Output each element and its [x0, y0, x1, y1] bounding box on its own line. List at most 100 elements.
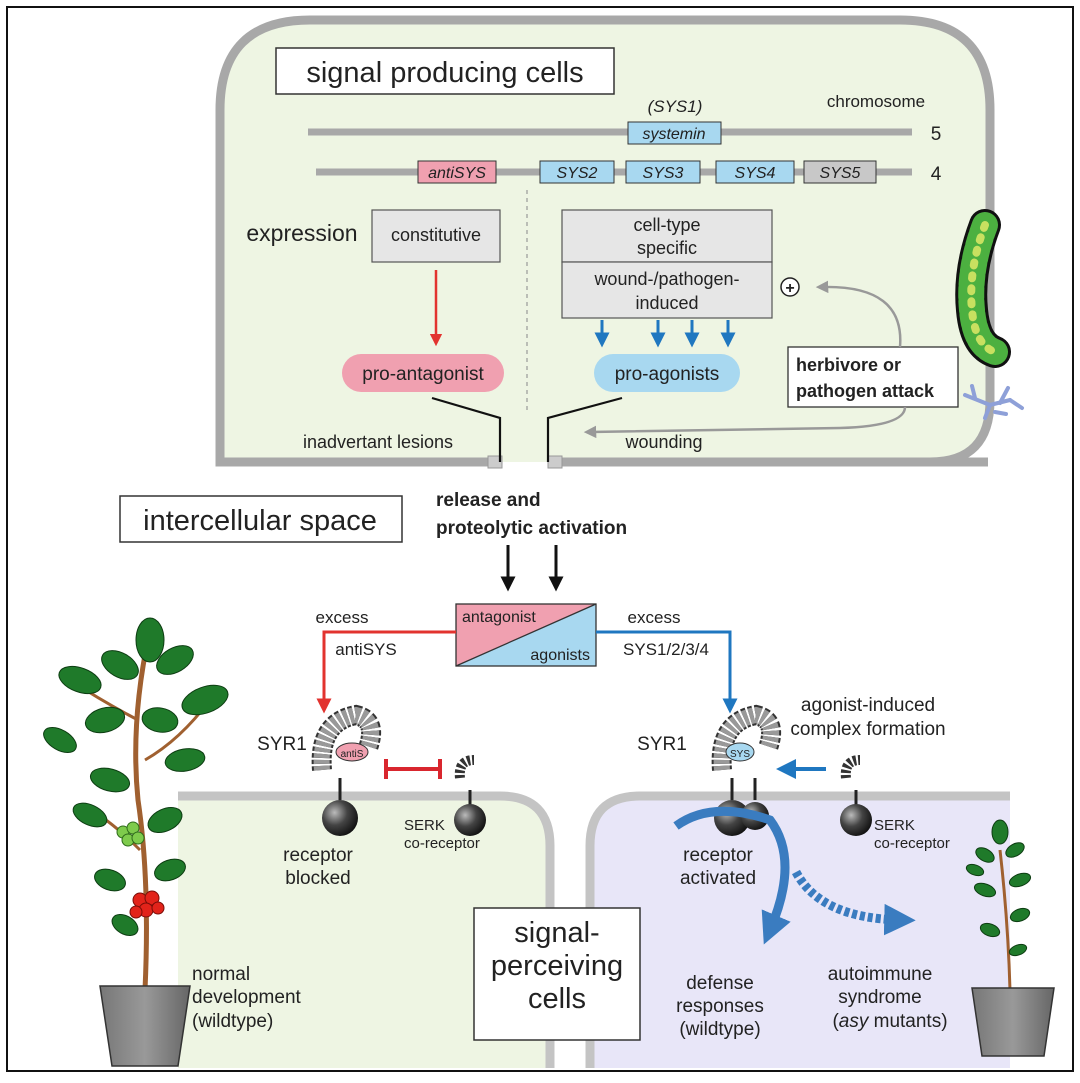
right-state-l1: receptor: [683, 845, 753, 866]
auto-l2: syndrome: [838, 987, 921, 1008]
defense-l1: defense: [686, 973, 754, 994]
antagonist-label: antagonist: [462, 609, 536, 626]
left-state-l2: blocked: [285, 868, 351, 889]
defense-l3: (wildtype): [679, 1019, 760, 1040]
wounding-arrow: [583, 406, 907, 439]
chromosome-5-number: 5: [931, 124, 942, 145]
chromosome-label: chromosome: [827, 92, 925, 111]
gene-box-antisys: [417, 160, 497, 184]
left-serk-l2: co-receptor: [404, 835, 480, 852]
gene-systemin-label: systemin: [642, 126, 705, 143]
lesions-label: inadvertant lesions: [303, 432, 453, 452]
left-serk-l1: SERK: [404, 817, 445, 834]
attack-l2: pathogen attack: [796, 381, 935, 401]
attack-l1: herbivore or: [796, 355, 901, 375]
celltype-l1: cell-type: [633, 215, 700, 235]
right-serk-l2: co-receptor: [874, 835, 950, 852]
gene-label-antisys: antiSYS: [428, 165, 486, 182]
right-perceiving-cell: [590, 796, 1010, 1068]
gene-box-sys5: [803, 160, 877, 184]
wound-box: [561, 261, 773, 319]
left-excess-l2: antiSYS: [335, 640, 396, 659]
left-perceiving-cell: [178, 796, 550, 1068]
defense-arrow: [673, 806, 791, 945]
gene-label-sys4: SYS4: [735, 165, 776, 182]
agonists-label: agonists: [530, 647, 590, 664]
fungus-icon: [963, 384, 1024, 420]
left-excess-l1: excess: [316, 608, 369, 627]
caterpillar-icon: [955, 209, 1011, 368]
perceiving-title-l3: cells: [528, 983, 586, 1015]
pro-antagonist-pill: [342, 354, 504, 392]
lesion-gap-right: [547, 455, 563, 469]
right-syr1-label: SYR1: [637, 734, 687, 755]
tomato-plant-asy-mutant-icon: [965, 819, 1055, 1057]
attack-box: [787, 346, 959, 408]
antagonist-release-line: [431, 396, 502, 462]
pro-agonists-pill: [594, 354, 740, 392]
normal-l2: development: [192, 987, 302, 1008]
auto-l3: (asy mutants): [832, 1011, 947, 1032]
defense-l2: responses: [676, 996, 764, 1017]
expression-label: expression: [246, 220, 357, 246]
serk-right: [840, 755, 872, 836]
release-l1: release and: [436, 490, 541, 511]
wound-l2: induced: [635, 293, 698, 313]
complex-l2: complex formation: [790, 719, 945, 740]
producing-title: signal producing cells: [306, 57, 583, 89]
sys-branch-arrow: [596, 630, 738, 714]
outer-border: [6, 6, 1074, 1072]
gene-label-sys2: SYS2: [557, 165, 598, 182]
perceiving-title-l1: signal-: [514, 917, 599, 949]
sys1-label: (SYS1): [648, 97, 703, 116]
complex-l1: agonist-induced: [801, 695, 935, 716]
constitutive-box: [371, 209, 501, 263]
pro-agonists-label: pro-agonists: [615, 364, 720, 385]
perceiving-title-box: [473, 907, 641, 1041]
release-l2: proteolytic activation: [436, 518, 627, 539]
plus-circle-icon: [780, 277, 800, 297]
syr1-left-receptor: [311, 704, 381, 836]
perceiving-title-l2: perceiving: [491, 950, 623, 982]
sys-ligand-label: SYS: [730, 749, 750, 760]
constitutive-label: constitutive: [391, 225, 481, 245]
normal-l1: normal: [192, 964, 250, 985]
wound-l1: wound-/pathogen-: [593, 269, 739, 289]
wounding-label: wounding: [624, 432, 702, 452]
antis-ligand-label: antiS: [341, 749, 364, 760]
split-box: [455, 603, 597, 667]
pro-antagonist-label: pro-antagonist: [362, 364, 484, 385]
right-serk-l1: SERK: [874, 817, 915, 834]
attack-induction-arrow: [815, 280, 902, 348]
gene-box-sys3: [625, 160, 701, 184]
antis-ligand: [335, 742, 369, 762]
right-excess-l1: excess: [628, 608, 681, 627]
celltype-box: [561, 209, 773, 263]
chromosome-4-number: 4: [931, 164, 942, 185]
celltype-l2: specific: [637, 238, 697, 258]
plus-sign: +: [785, 280, 794, 297]
chromosome-4-genes: antiSYS SYS2 SYS3 SYS4 SYS5: [417, 160, 877, 184]
right-excess-l2: SYS1/2/3/4: [623, 640, 709, 659]
induced-arrows: [594, 320, 736, 348]
serk-left: [454, 755, 486, 836]
producing-title-box: [275, 47, 615, 95]
gene-label-sys3: SYS3: [643, 165, 684, 182]
auto-l1: autoimmune: [828, 964, 933, 985]
left-syr1-label: SYR1: [257, 734, 307, 755]
intercellular-title-box: [119, 495, 403, 543]
sys-ligand: [725, 742, 755, 762]
antisys-branch-arrow: [316, 630, 456, 714]
tomato-plant-wildtype-icon: [43, 617, 229, 1067]
right-state-l2: activated: [680, 868, 756, 889]
gene-box-sys4: [715, 160, 795, 184]
intercellular-title: intercellular space: [143, 505, 377, 537]
agonist-release-line: [546, 396, 623, 462]
gene-label-sys5: SYS5: [820, 165, 861, 182]
left-state-l1: receptor: [283, 845, 353, 866]
lesion-gap-left: [487, 455, 503, 469]
autoimmune-arrow: [792, 869, 916, 936]
gene-box-sys2: [539, 160, 615, 184]
gene-systemin: [627, 121, 722, 145]
